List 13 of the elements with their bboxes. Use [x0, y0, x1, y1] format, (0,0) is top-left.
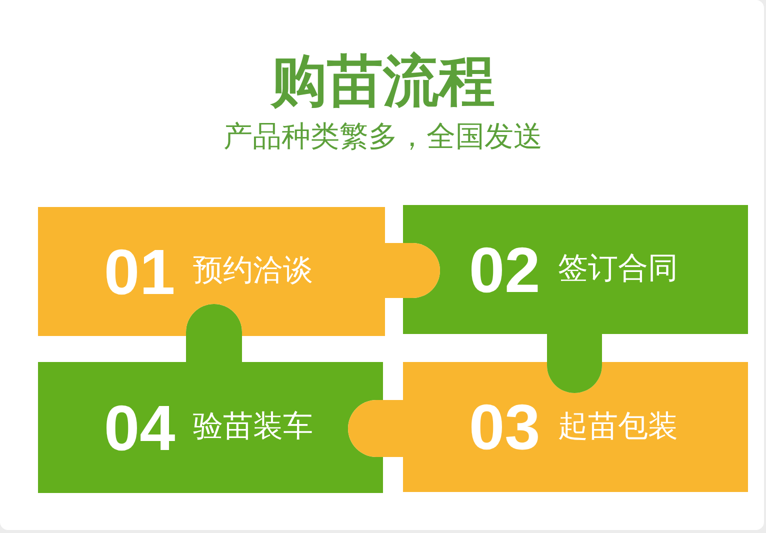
step-number: 04 [104, 396, 176, 460]
puzzle-piece [38, 207, 440, 336]
step-number: 02 [469, 238, 540, 302]
puzzle-piece [348, 362, 748, 492]
step-label: 起苗包装 [558, 410, 678, 444]
step-number: 03 [469, 395, 540, 459]
step-label: 签订合同 [558, 252, 678, 287]
step-label: 预约洽谈 [193, 254, 314, 289]
step-number: 01 [104, 240, 176, 304]
subtitle: 产品种类繁多，全国发送 [224, 119, 542, 154]
puzzle-piece [403, 205, 748, 393]
title: 购苗流程 [271, 48, 495, 116]
step-label: 验苗装车 [193, 410, 314, 445]
